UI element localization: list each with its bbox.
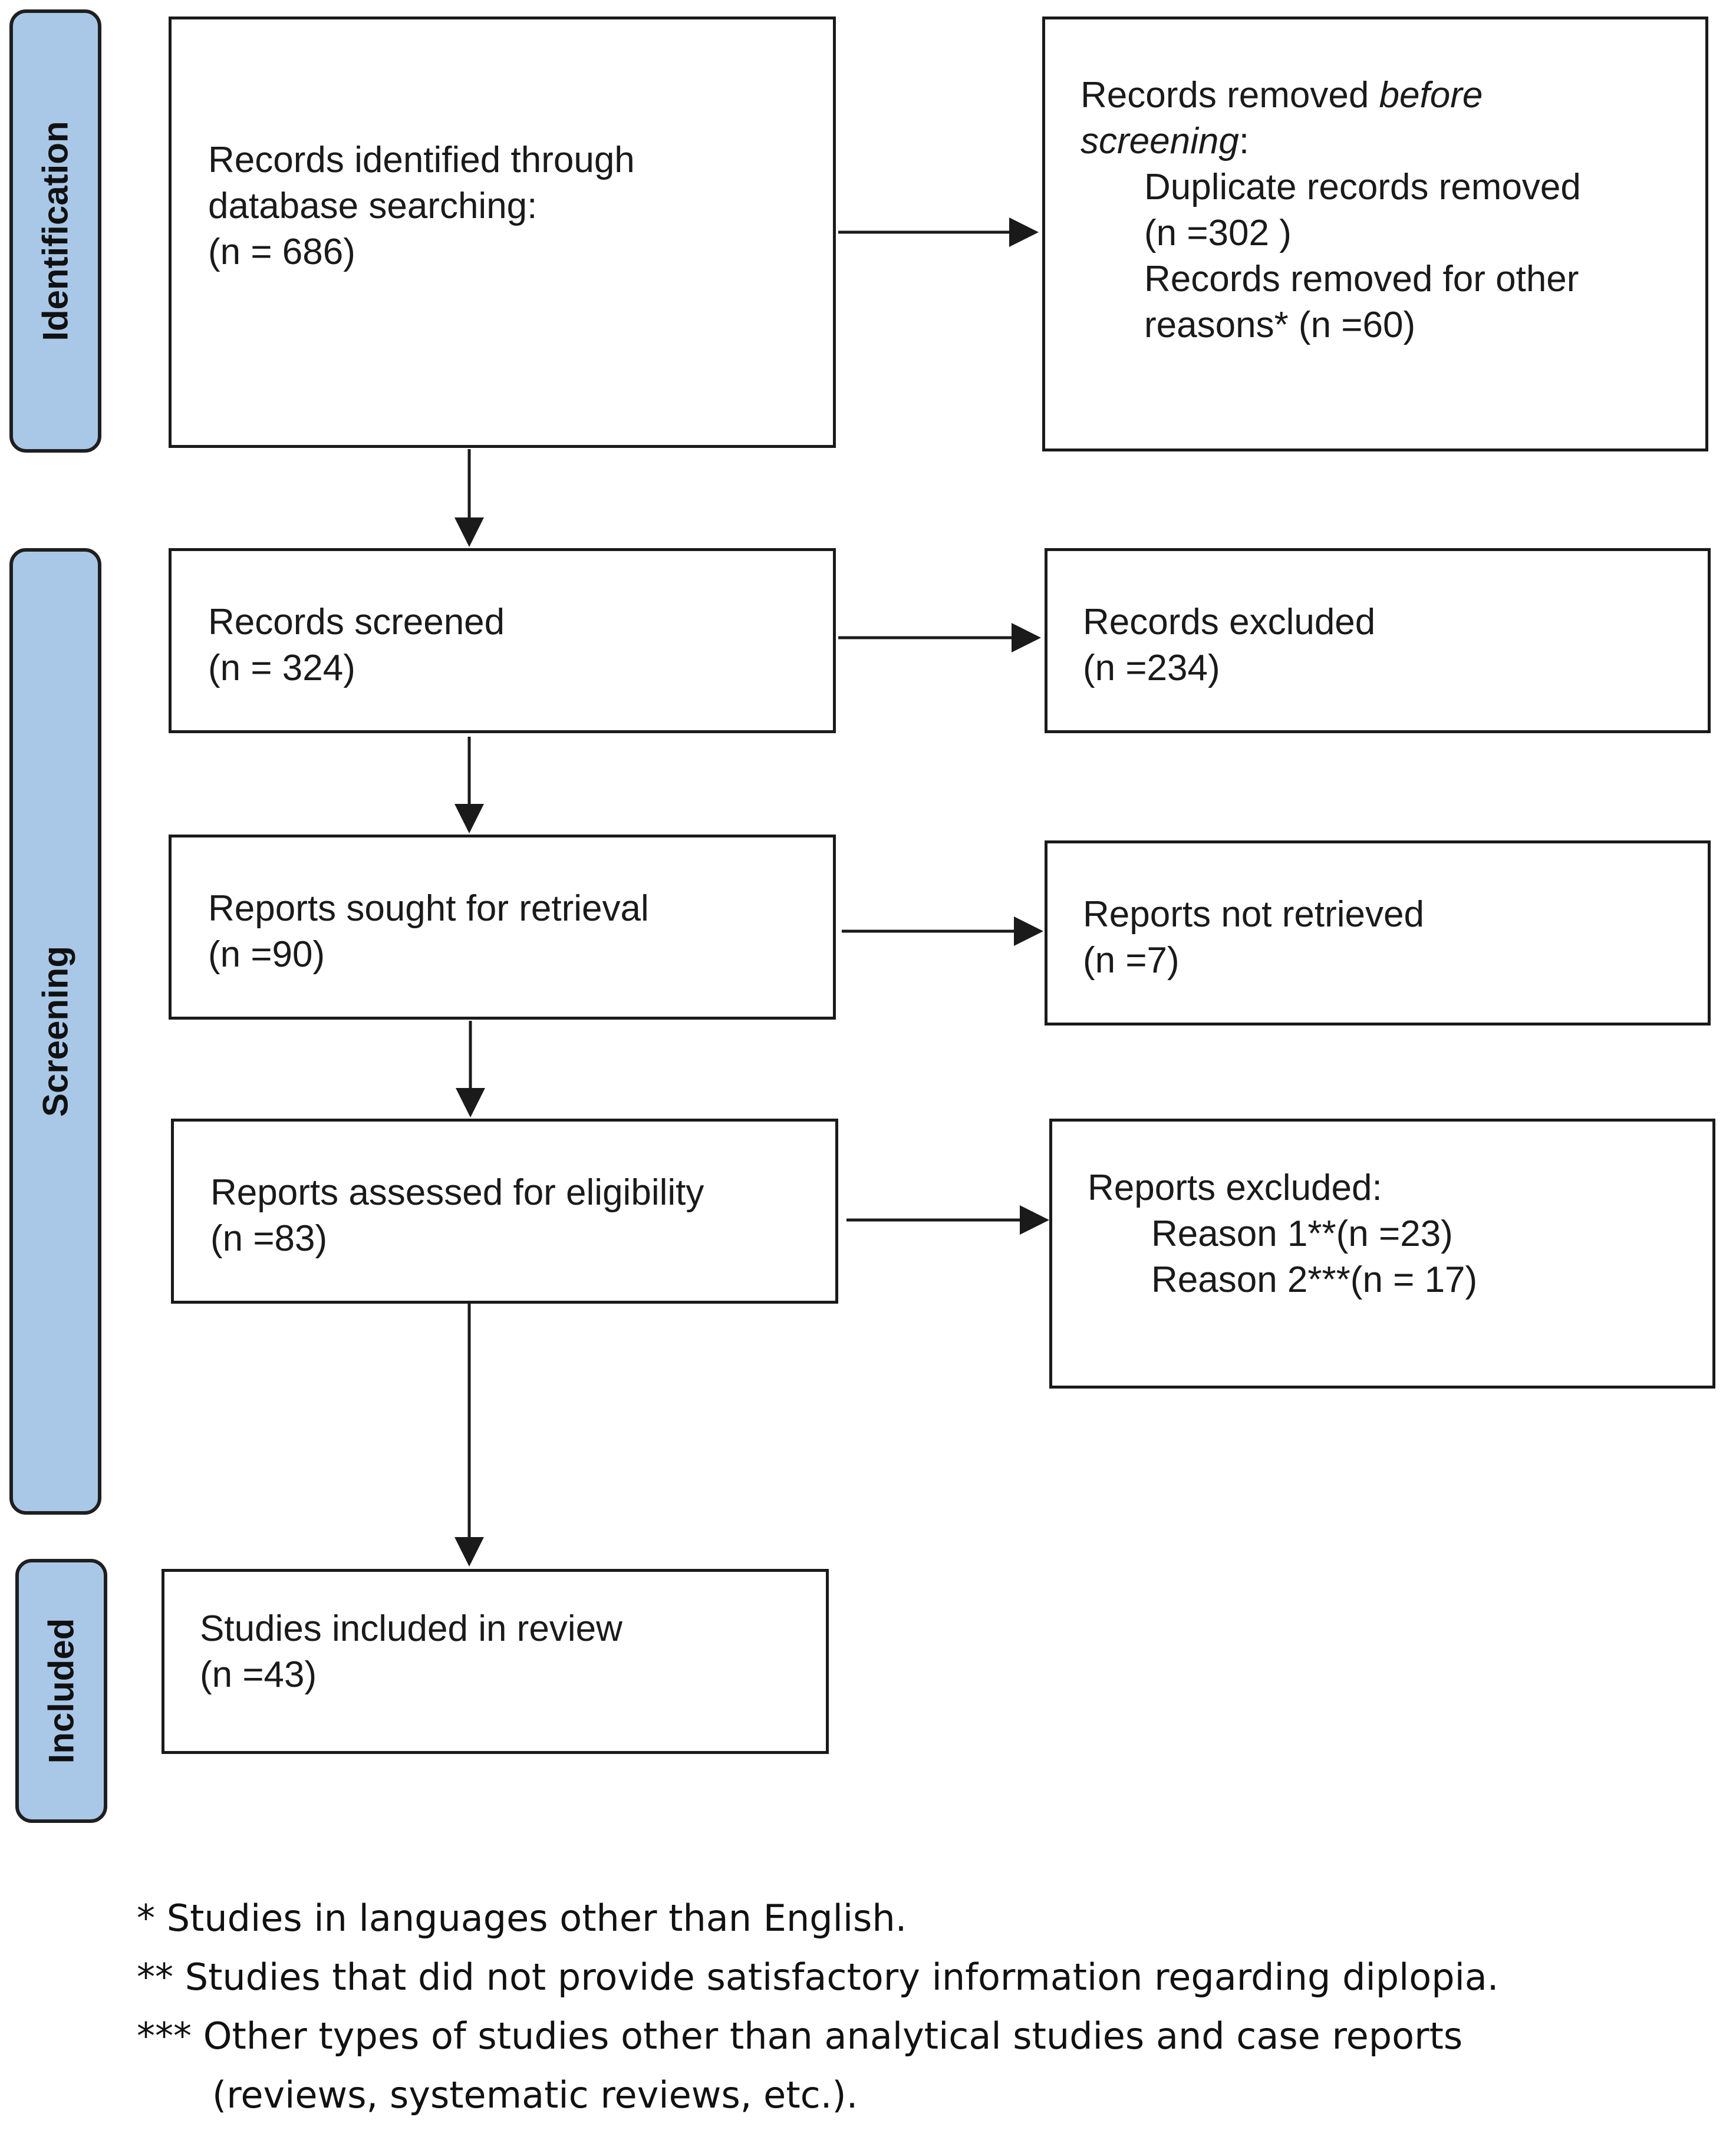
reports-sought-label: Reports sought for retrieval <box>208 888 649 929</box>
other-reasons-count: reasons* (n =60) <box>1144 305 1416 345</box>
phase-included: Included <box>15 1559 107 1823</box>
reports-sought-box: Reports sought for retrieval (n =90) <box>169 835 836 1020</box>
footnote-3: *** Other types of studies other than an… <box>137 2014 1463 2057</box>
records-excluded-label: Records excluded <box>1083 602 1376 642</box>
phase-identification-label: Identification <box>35 121 75 341</box>
footnote-1: * Studies in languages other than Englis… <box>137 1897 907 1940</box>
reports-sought-count: (n =90) <box>208 934 325 975</box>
records-identified-line2: database searching: <box>208 186 538 226</box>
phase-screening-label: Screening <box>35 945 75 1117</box>
reports-excluded-reason1: Reason 1**(n =23) <box>1151 1214 1453 1254</box>
records-removed-title: Records removed before <box>1081 75 1483 116</box>
records-identified-count: (n = 686) <box>208 232 355 272</box>
records-screened-box: Records screened (n = 324) <box>169 548 836 733</box>
reports-assessed-box: Reports assessed for eligibility (n =83) <box>171 1119 838 1304</box>
footnote-2: ** Studies that did not provide satisfac… <box>137 1956 1499 1999</box>
reports-excluded-label: Reports excluded: <box>1088 1168 1382 1208</box>
reports-assessed-label: Reports assessed for eligibility <box>210 1172 704 1213</box>
reports-excluded-reason2: Reason 2***(n = 17) <box>1151 1259 1478 1300</box>
records-screened-label: Records screened <box>208 602 505 642</box>
other-reasons-label: Records removed for other <box>1144 259 1579 299</box>
records-identified-box: Records identified through database sear… <box>169 17 836 448</box>
reports-not-retrieved-box: Reports not retrieved (n =7) <box>1045 840 1711 1026</box>
duplicates-label: Duplicate records removed <box>1144 167 1581 207</box>
reports-excluded-box: Reports excluded: Reason 1**(n =23) Reas… <box>1049 1119 1715 1389</box>
reports-not-retrieved-count: (n =7) <box>1083 940 1180 981</box>
phase-identification: Identification <box>9 9 101 453</box>
duplicates-count: (n =302 ) <box>1144 213 1292 253</box>
records-removed-title-cont: screening: <box>1081 121 1250 161</box>
reports-not-retrieved-label: Reports not retrieved <box>1083 894 1424 935</box>
records-excluded-count: (n =234) <box>1083 648 1220 688</box>
reports-assessed-count: (n =83) <box>210 1218 328 1259</box>
studies-included-label: Studies included in review <box>200 1608 622 1649</box>
phase-included-label: Included <box>41 1618 81 1764</box>
records-identified-line1: Records identified through <box>208 140 635 180</box>
records-removed-box: Records removed before screening: Duplic… <box>1042 17 1708 451</box>
studies-included-count: (n =43) <box>200 1654 317 1695</box>
phase-screening: Screening <box>9 548 101 1515</box>
records-screened-count: (n = 324) <box>208 648 355 688</box>
studies-included-box: Studies included in review (n =43) <box>162 1569 829 1754</box>
footnote-3-continued: (reviews, systematic reviews, etc.). <box>212 2073 858 2116</box>
footnotes: * Studies in languages other than Englis… <box>137 1889 1499 2125</box>
records-excluded-box: Records excluded (n =234) <box>1045 548 1711 733</box>
